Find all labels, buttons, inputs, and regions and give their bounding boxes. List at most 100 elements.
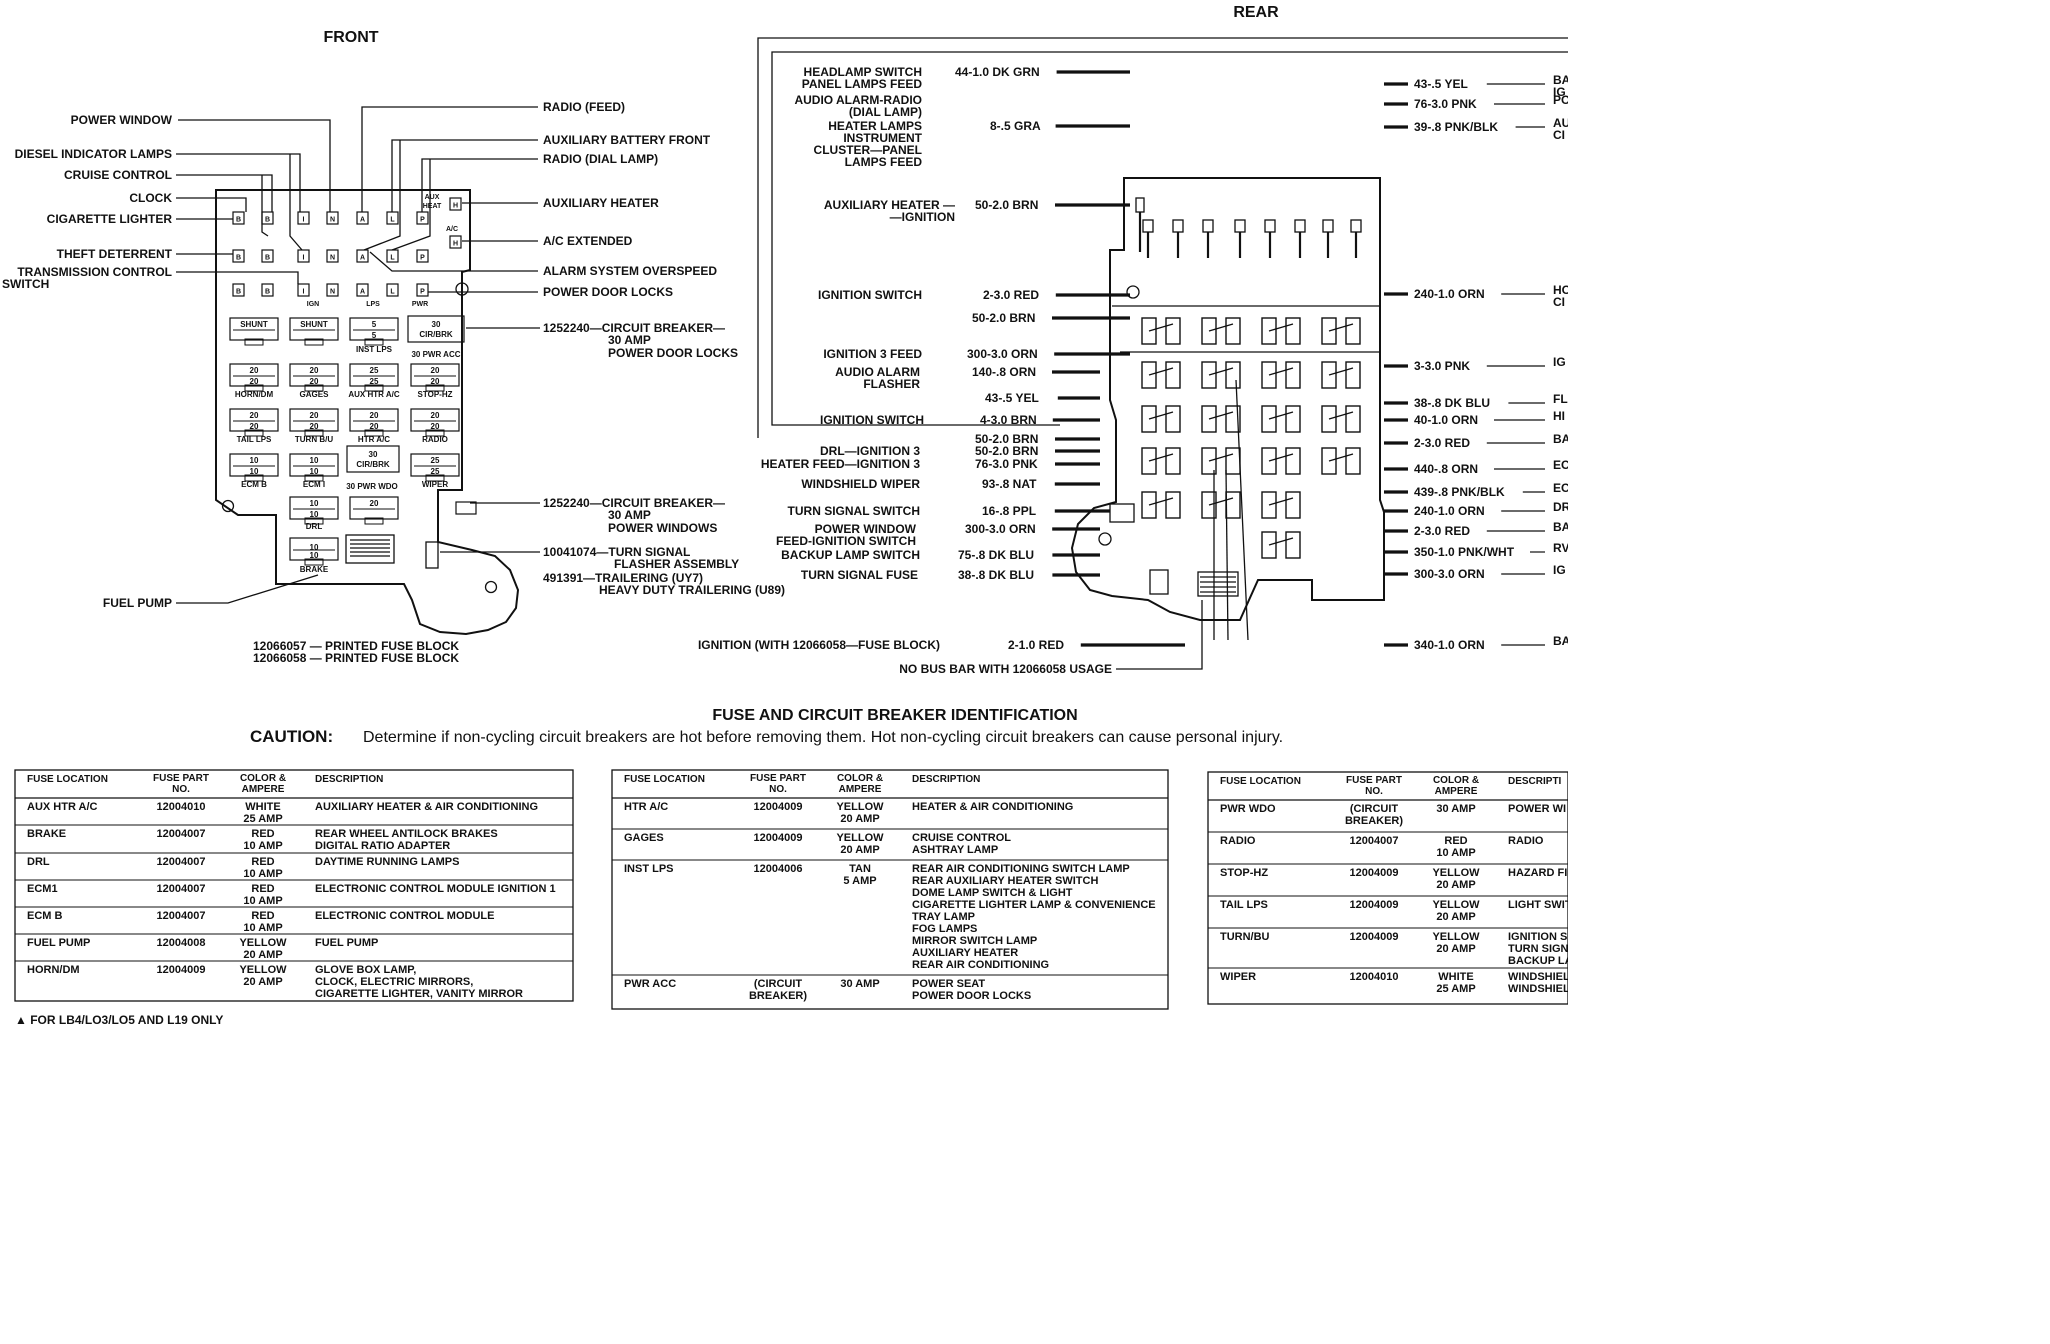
table-header: FUSE LOCATION [27,774,108,785]
front-right-label: ALARM SYSTEM OVERSPEED [543,264,717,278]
table-cell: GAGES [624,832,664,844]
fuse-value: 20 [310,377,319,386]
circuit-breaker [346,445,400,473]
fuse-body [289,453,339,477]
table-cell: TURN/BU [1220,931,1270,943]
aux-label: AUX [425,194,440,201]
table-cell: 12004008 [157,937,206,949]
table-cell: LIGHT SWIT [1508,899,1568,911]
rear-fuse [1201,317,1217,345]
rear-fuse-terminal [1142,219,1154,233]
relay-box [345,534,395,564]
rear-fuse [1285,317,1301,345]
rear-fuse [1201,447,1217,475]
ign-label: IGN [307,301,319,308]
rear-left-label: TURN SIGNAL FUSE [801,568,918,582]
rear-wire-code: 40-1.0 ORN [1414,413,1478,427]
leader-line [363,140,401,251]
front-left-label: CRUISE CONTROL [64,168,172,182]
fuse-value: 25 [370,366,379,375]
fuse-body [229,408,279,432]
rear-fuse [1285,531,1301,559]
fuse-blade [244,384,264,392]
rear-fuse-link [1328,323,1354,332]
rear-wire-code: 50-2.0 BRN [975,444,1038,458]
table-cell: AUX HTR A/C [27,801,98,813]
rear-left-label: IGNITION (WITH 12066058—FUSE BLOCK) [698,638,940,652]
rear-border [771,51,1568,426]
fuse-slot-letter: B [236,255,241,262]
rear-trace [1225,469,1229,641]
breaker-label: 1252240—CIRCUIT BREAKER— [543,496,725,510]
rear-right-label: EC [1553,481,1568,495]
table-cell: 20 AMP [1436,879,1475,891]
fuse-slot-letter: N [330,217,335,224]
rear-fuse [1201,361,1217,389]
rear-fuse [1165,491,1181,519]
fuse-label: DRL [306,522,323,531]
fuse-blade [425,429,445,437]
fuse-body [289,496,339,520]
rear-left-label: AUDIO ALARM [835,365,920,379]
fuse-blade [364,429,384,437]
rear-fuse [1141,361,1157,389]
rear-wire-code: 2-3.0 RED [1414,524,1470,538]
rear-left-label: POWER WINDOW [815,522,917,536]
fuse-value: 25 [370,377,379,386]
fuse-slot [356,211,369,225]
rear-fuse [1345,447,1361,475]
table-cell: YELLOW [1432,899,1480,911]
rear-fuse [1261,317,1277,345]
table-cell: 12004007 [157,883,206,895]
table-cell: HEATER & AIR CONDITIONING [912,801,1073,813]
rear-fuse [1225,491,1241,519]
table-cell: DIGITAL RATIO ADAPTER [315,840,450,852]
table-cell: ECM1 [27,883,58,895]
rear-wire-code: 3-3.0 PNK [1414,359,1470,373]
fuse-slot [449,197,462,211]
table-cell: AUXILIARY HEATER [912,947,1018,959]
rear-fuse [1141,491,1157,519]
breaker-label: 1252240—CIRCUIT BREAKER— [543,321,725,335]
front-left-label: TRANSMISSION CONTROL [17,265,172,279]
table-header: DESCRIPTION [912,774,980,785]
rear-fuse-link [1148,367,1174,376]
table-cell: PWR ACC [624,978,676,990]
rear-left-label: FEED-IGNITION SWITCH [776,534,916,548]
table-cell: 20 AMP [840,813,879,825]
label: CIR/BRK [419,330,453,339]
table-cell: ASHTRAY LAMP [912,844,998,856]
table-cell: RED [251,910,274,922]
rear-fuse [1261,405,1277,433]
rear-wire-code: 340-1.0 ORN [1414,638,1485,652]
breaker-label: 30 AMP [608,508,651,522]
fuse-slot [416,283,429,297]
rear-fuse [1261,361,1277,389]
rear-fuse [1285,447,1301,475]
fuse-slot-letter: P [420,217,425,224]
fuse-slot [261,211,274,225]
table-cell: POWER DOOR LOCKS [912,990,1031,1002]
rear-fuse [1321,447,1337,475]
fuse-body [410,363,460,387]
fuse-slot-letter: A [360,255,365,262]
fuse-value: 20 [250,422,259,431]
table-cell: WINDSHIEL [1508,971,1568,983]
table-cell: 12004009 [754,801,803,813]
leader-line [176,153,301,212]
fuse-slot-letter: H [453,241,458,248]
table-cell: (CIRCUIT [754,978,803,990]
fuse-slot [416,249,429,263]
rear-trace [1235,379,1249,641]
table-cell: TAN [849,863,871,875]
rear-left-label: TURN SIGNAL SWITCH [788,504,920,518]
rear-left-label: (DIAL LAMP) [849,105,922,119]
rear-fuse-link [1268,497,1294,506]
table-cell: 20 AMP [243,976,282,988]
table-cell: 10 AMP [243,868,282,880]
rear-fuse [1285,361,1301,389]
leader-line [391,139,538,212]
rear-wire-code: 39-.8 PNK/BLK [1414,120,1498,134]
table-header: AMPERE [242,784,285,795]
fuse-slot-letter: N [330,255,335,262]
